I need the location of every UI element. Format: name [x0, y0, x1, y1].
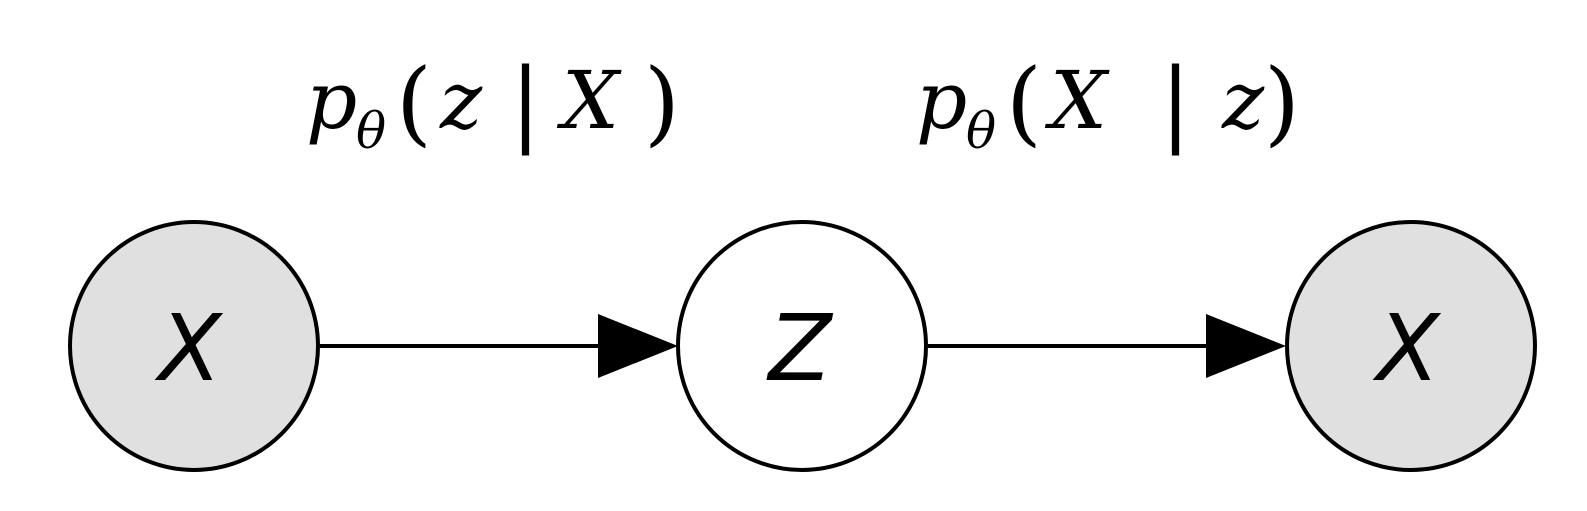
edge-x-to-z — [320, 314, 678, 378]
node-x-output-label: X — [1372, 295, 1441, 402]
edge-label-decoder-subscript: θ — [966, 102, 996, 160]
node-x-input-label: X — [154, 295, 223, 402]
node-x-input: X — [68, 220, 320, 472]
edge-label-decoder-bar: | — [1160, 49, 1191, 156]
edge-label-encoder-close-paren: ) — [644, 49, 680, 156]
edge-label-encoder: p θ ( z | X ) — [306, 49, 680, 160]
edge-label-decoder-arg1: X — [1044, 54, 1110, 147]
edge-x-to-z-arrowhead — [598, 314, 678, 378]
edge-label-decoder-arg2: z — [1221, 54, 1265, 147]
node-z-latent-label: Z — [765, 295, 833, 402]
edge-label-encoder-bar: | — [510, 49, 541, 156]
node-z-latent-circle — [676, 220, 928, 472]
node-x-output-circle — [1285, 220, 1537, 472]
edge-label-decoder: p θ ( X | z ) — [916, 49, 1300, 160]
edge-label-decoder-close-paren: ) — [1264, 49, 1300, 156]
node-x-output: X — [1285, 220, 1537, 472]
edge-z-to-x-arrowhead — [1206, 314, 1286, 378]
edge-label-decoder-open-paren: ( — [1006, 49, 1042, 156]
edge-label-encoder-subscript: θ — [356, 102, 386, 160]
node-z-latent: Z — [676, 220, 928, 472]
edge-label-encoder-arg2: X — [556, 54, 622, 147]
edge-label-encoder-func: p — [306, 54, 357, 147]
edge-label-decoder-func: p — [916, 54, 967, 147]
edge-label-encoder-open-paren: ( — [396, 49, 432, 156]
edge-label-encoder-arg1: z — [439, 54, 483, 147]
node-x-input-circle — [68, 220, 320, 472]
edge-z-to-x — [928, 314, 1286, 378]
